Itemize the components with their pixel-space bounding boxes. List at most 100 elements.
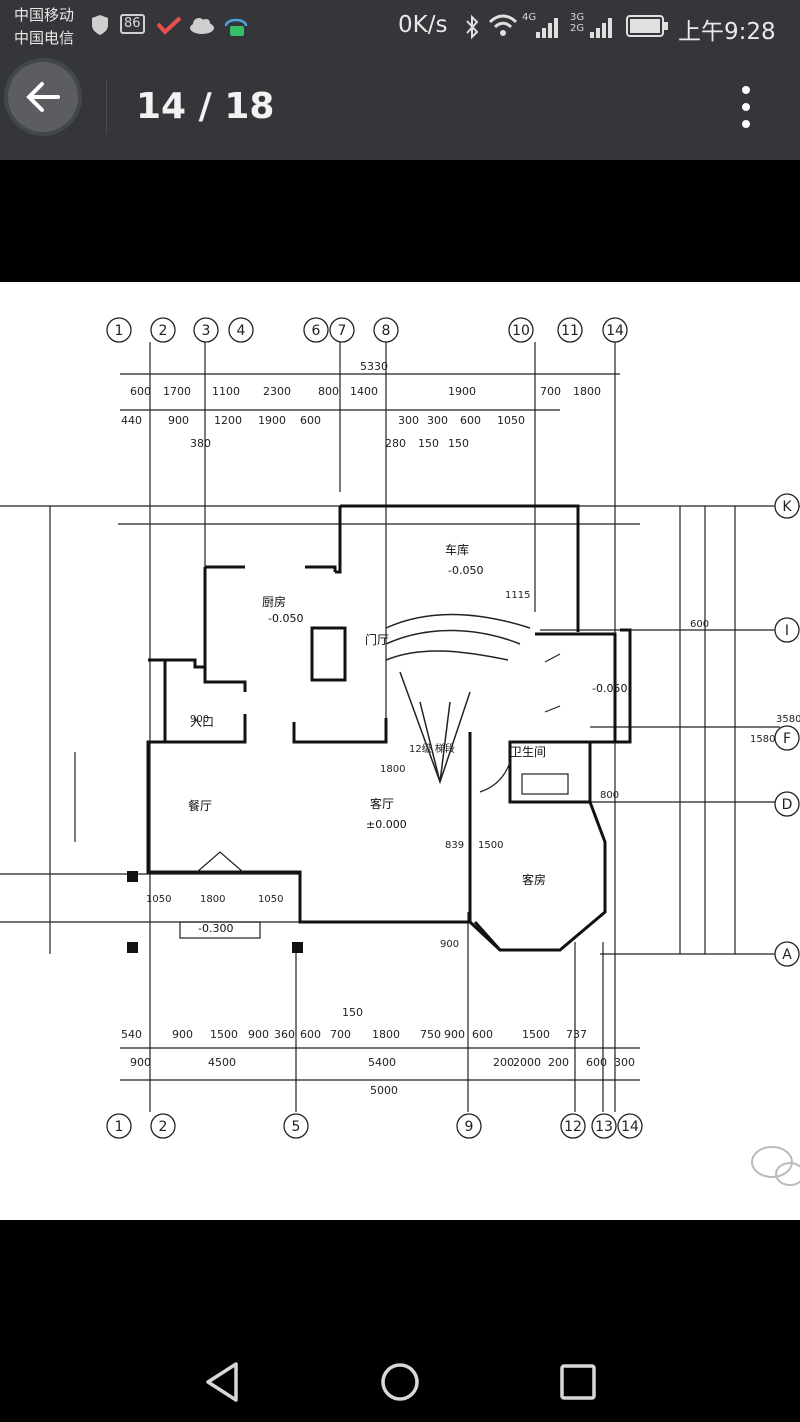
bottom-axis-bubble-label: 14 (621, 1119, 639, 1135)
top-dim-2: 440 (121, 414, 142, 427)
app-bar: 14 / 18 (0, 54, 800, 160)
stair (385, 613, 531, 785)
back-button[interactable] (8, 62, 78, 132)
level-label: ±0.000 (366, 818, 407, 831)
top-dim-1: 1100 (212, 385, 240, 398)
top-axis-bubble-label: 8 (382, 323, 391, 339)
bottom-dim-2: 200 (493, 1056, 514, 1069)
watermark-icon (751, 1146, 800, 1186)
bottom-axis-bubble-label: 9 (465, 1119, 474, 1135)
bottom-dim-1: 600 (300, 1028, 321, 1041)
axis-lines (0, 342, 800, 1112)
badge-86-icon: 86 (120, 14, 145, 34)
top-dim-2: 300 (427, 414, 448, 427)
top-axis-bubble-label: 7 (338, 323, 347, 339)
level-label: -0.050 (268, 612, 303, 625)
network-speed: 0K/s (398, 12, 448, 38)
right-axis-bubble-label: D (782, 797, 793, 813)
bottom-dim-2: 4500 (208, 1056, 236, 1069)
stair-note: 12级 梯段 (409, 742, 455, 755)
right-axis-bubble-circle (774, 493, 800, 519)
top-dim-1: 700 (540, 385, 561, 398)
top-axis-bubble-circle (557, 317, 583, 343)
misc-dim: 1800 (200, 894, 225, 905)
app-bar-divider (106, 80, 107, 134)
arrow-left-icon (26, 82, 60, 112)
signal-bars-1-icon (536, 18, 558, 38)
top-dim-1: 1900 (448, 385, 476, 398)
misc-dim: 800 (600, 790, 619, 801)
shield-icon (92, 15, 108, 35)
top-axis-bubble-label: 11 (561, 323, 579, 339)
top-dim-2: 1050 (497, 414, 525, 427)
right-axis-bubble-label: F (783, 731, 791, 747)
room-label: 厨房 (262, 594, 286, 609)
room-label: 客房 (522, 872, 546, 887)
signal-2-label: 3G 2G (570, 12, 585, 34)
top-axis-bubble-label: 3 (202, 323, 211, 339)
bottom-dim-1: 1500 (210, 1028, 238, 1041)
bottom-dim-1: 360 (274, 1028, 295, 1041)
top-dim-3: 280 (385, 437, 406, 450)
nav-back-button[interactable] (192, 1350, 252, 1410)
bottom-dim-1: 1500 (522, 1028, 550, 1041)
top-dim-1: 1400 (350, 385, 378, 398)
bottom-dim-1: 900 (172, 1028, 193, 1041)
top-axis-bubble-label: 1 (115, 323, 124, 339)
room-label: 入口 (190, 715, 214, 729)
top-dim-2: 600 (300, 414, 321, 427)
room-label: 客厅 (370, 796, 394, 811)
column-markers (127, 871, 303, 953)
top-dim-2: 900 (168, 414, 189, 427)
bottom-axis-bubble-label: 13 (595, 1119, 613, 1135)
misc-dim: 1500 (478, 840, 503, 851)
bottom-axis-bubble-circle (591, 1113, 617, 1139)
top-dim-1: 800 (318, 385, 339, 398)
top-axis-bubble-circle (193, 317, 219, 343)
top-dim-3: 150 (418, 437, 439, 450)
nav-recents-button[interactable] (548, 1350, 608, 1410)
top-dim-1: 2300 (263, 385, 291, 398)
bottom-dim-1: 900 (444, 1028, 465, 1041)
top-dims-row3: 380 280 150 150 (190, 437, 469, 450)
misc-dim: 3580 (776, 714, 800, 725)
top-dim-3: 380 (190, 437, 211, 450)
right-axis-bubble-label: A (782, 947, 792, 963)
top-axis-bubble-label: 4 (237, 323, 246, 339)
bottom-dim-2: 5400 (368, 1056, 396, 1069)
more-options-button[interactable] (726, 82, 766, 132)
misc-dim: 900 (440, 939, 459, 950)
top-dim-1: 1800 (573, 385, 601, 398)
misc-dim: 1050 (146, 894, 171, 905)
top-axis-bubble-label: 14 (606, 323, 624, 339)
top-axis-bubble-circle (602, 317, 628, 343)
top-dim-1: 600 (130, 385, 151, 398)
top-dim-2: 1200 (214, 414, 242, 427)
page-counter: 14 / 18 (136, 86, 275, 127)
bottom-axis-bubble-label: 12 (564, 1119, 582, 1135)
headset-chat-icon (224, 18, 248, 36)
nav-home-button[interactable] (370, 1350, 430, 1410)
room-label: 餐厅 (188, 798, 212, 813)
top-dim-2: 600 (460, 414, 481, 427)
bottom-small-dim: 150 (342, 1006, 363, 1019)
room-label: 车库 (445, 542, 469, 557)
top-dim-3: 150 (448, 437, 469, 450)
misc-dim: 1115 (505, 590, 530, 601)
overall-top-dim: 5330 (360, 360, 388, 373)
bottom-axis-bubble-circle (283, 1113, 309, 1139)
right-axis-bubble-circle (774, 791, 800, 817)
top-axis-bubble-circle (329, 317, 355, 343)
misc-dim: 839 (445, 840, 464, 851)
bottom-dim-2: 600 (586, 1056, 607, 1069)
wifi-icon (488, 14, 518, 36)
